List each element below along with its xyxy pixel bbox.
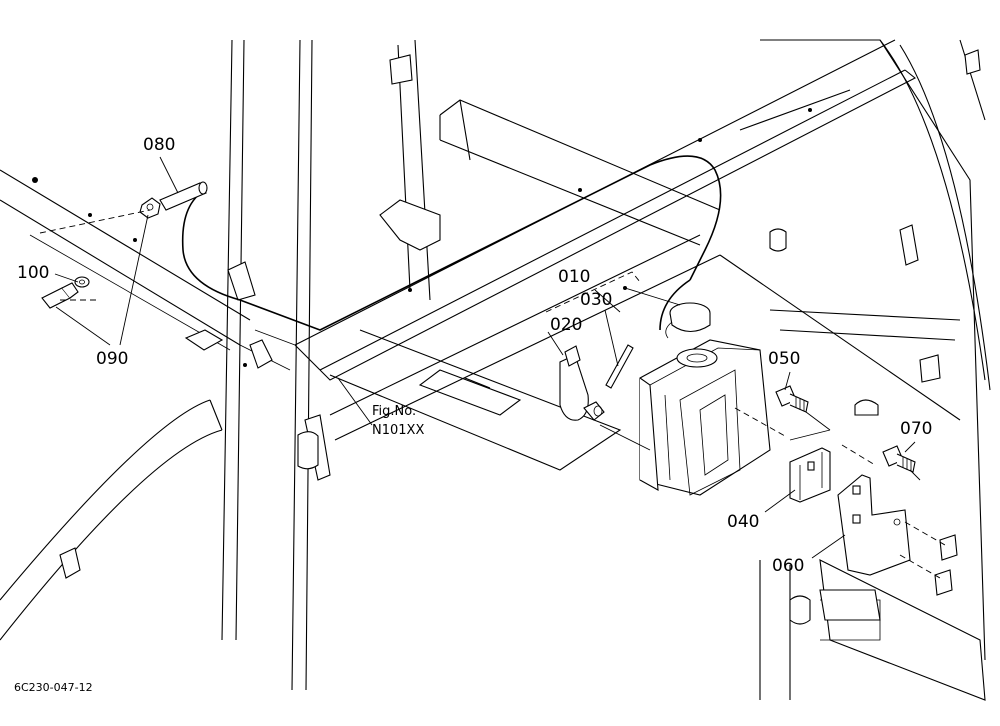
washer-hose (181, 155, 722, 331)
callout-060: 060 (772, 556, 804, 576)
callout-050: 050 (768, 349, 800, 369)
callout-020: 020 (550, 315, 582, 335)
part-030-pipe (605, 344, 634, 389)
part-040-bracket (789, 447, 831, 503)
part-090-nozzle-fitting (41, 282, 79, 309)
part-070-bolt (882, 445, 916, 473)
part-050-bolt (775, 385, 809, 413)
callout-100: 100 (17, 263, 49, 283)
part-010-washer-tank (639, 339, 771, 496)
callout-040: 040 (727, 512, 759, 532)
leader-lines (39, 156, 946, 579)
part-010-tank-cap (665, 302, 711, 339)
cab-frame (0, 39, 991, 701)
callout-090: 090 (96, 349, 128, 369)
part-060-plate (837, 474, 911, 576)
part-080-nozzle (139, 181, 208, 219)
callout-030: 030 (580, 290, 612, 310)
part-020-washer-pump (559, 345, 605, 421)
fig-ref-line1: Fig.No. (372, 404, 416, 419)
part-100-washer (74, 276, 90, 288)
drawing-code: 6C230-047-12 (14, 681, 93, 694)
callout-070: 070 (900, 419, 932, 439)
callout-labels: 080 100 090 010 030 020 050 070 040 060 … (14, 135, 932, 694)
callout-080: 080 (143, 135, 175, 155)
fig-ref-line2: N101XX (372, 423, 424, 438)
callout-010: 010 (558, 267, 590, 287)
